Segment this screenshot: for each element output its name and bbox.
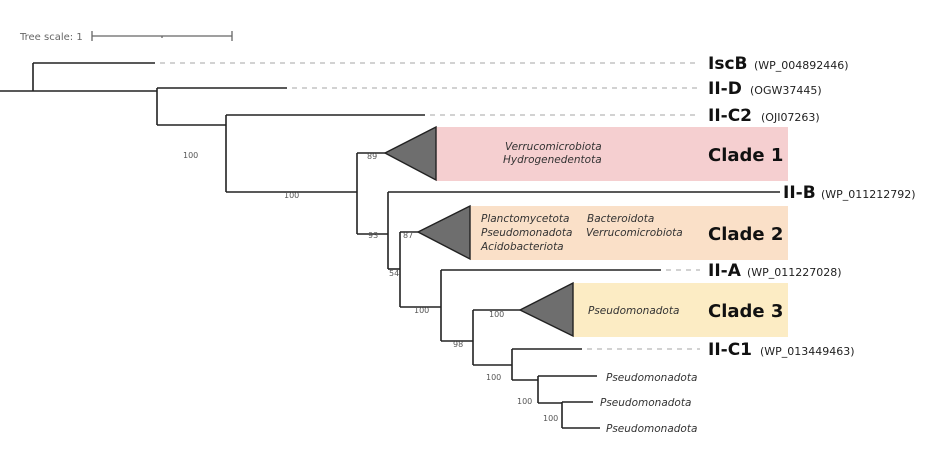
clade3-taxa: Pseudomonadota xyxy=(588,305,679,317)
bootstrap-value: 100 xyxy=(489,310,504,319)
svg-text:II-A: II-A xyxy=(708,261,742,281)
clade2-collapsed-triangle[interactable] xyxy=(416,204,471,261)
bootstrap-value: 100 xyxy=(517,397,532,406)
svg-text:(OJI07263): (OJI07263) xyxy=(761,111,820,124)
svg-text:Acidobacteriota: Acidobacteriota xyxy=(480,241,564,253)
clade1-taxa: Verrucomicrobiota Hydrogenedentota xyxy=(503,141,602,166)
bootstrap-value: 100 xyxy=(284,191,299,200)
clade1-collapsed-triangle[interactable] xyxy=(383,125,437,182)
clade2-band xyxy=(470,206,788,260)
svg-text:Verrucomicrobiota: Verrucomicrobiota xyxy=(505,141,602,153)
clade1-label: Clade 1 xyxy=(708,145,783,166)
svg-text:II-D: II-D xyxy=(708,79,742,99)
svg-text:II-C1: II-C1 xyxy=(708,340,752,360)
clade3-band xyxy=(573,283,788,337)
leaf-extensions xyxy=(160,62,700,350)
leaf-ii-b: II-B (WP_011212792) xyxy=(783,183,916,203)
bootstrap-value: 100 xyxy=(486,373,501,382)
leaf-ii-d: II-D (OGW37445) xyxy=(708,79,822,99)
svg-text:(WP_004892446): (WP_004892446) xyxy=(754,59,849,72)
bootstrap-value: 100 xyxy=(414,306,429,315)
bootstrap-value: 98 xyxy=(453,340,463,349)
leaf-ii-a: II-A (WP_011227028) xyxy=(708,261,842,281)
leaf-pseudomonadota: Pseudomonadota xyxy=(606,423,697,435)
leaf-iscb: IscB (WP_004892446) xyxy=(708,54,849,74)
svg-text:(WP_011212792): (WP_011212792) xyxy=(821,188,916,201)
clade3-collapsed-triangle[interactable] xyxy=(518,281,574,338)
bootstrap-value: 89 xyxy=(367,152,377,161)
svg-text:Pseudomonadota: Pseudomonadota xyxy=(481,227,572,239)
bootstrap-values: 100 100 89 93 87 54 100 100 98 100 100 1… xyxy=(183,151,558,423)
leaf-ii-c2: II-C2 (OJI07263) xyxy=(708,106,820,126)
svg-text:Planctomycetota: Planctomycetota xyxy=(481,213,569,225)
bootstrap-value: 93 xyxy=(368,231,378,240)
svg-text:IscB: IscB xyxy=(708,54,747,74)
leaf-pseudomonadota: Pseudomonadota xyxy=(600,397,691,409)
clade3-label: Clade 3 xyxy=(708,301,783,322)
bootstrap-value: 100 xyxy=(183,151,198,160)
tree-scale-label: Tree scale: 1 xyxy=(19,32,83,43)
clade2-label: Clade 2 xyxy=(708,224,783,245)
svg-text:II-B: II-B xyxy=(783,183,816,203)
svg-text:Verrucomicrobiota: Verrucomicrobiota xyxy=(586,227,683,239)
tree-branches xyxy=(0,62,780,429)
tree-scale-bar xyxy=(91,31,233,41)
svg-text:Bacteroidota: Bacteroidota xyxy=(587,213,654,225)
leaf-pseudomonadota: Pseudomonadota xyxy=(606,372,697,384)
leaf-ii-c1: II-C1 (WP_013449463) xyxy=(708,340,855,360)
svg-text:(WP_013449463): (WP_013449463) xyxy=(760,345,855,358)
clade1-band xyxy=(436,127,788,181)
bootstrap-value: 100 xyxy=(543,414,558,423)
svg-text:Hydrogenedentota: Hydrogenedentota xyxy=(503,154,602,166)
svg-text:(OGW37445): (OGW37445) xyxy=(750,84,822,97)
svg-text:II-C2: II-C2 xyxy=(708,106,752,126)
svg-text:(WP_011227028): (WP_011227028) xyxy=(747,266,842,279)
bootstrap-value: 54 xyxy=(389,269,399,278)
clade2-taxa: Planctomycetota Bacteroidota Pseudomonad… xyxy=(480,213,683,253)
bootstrap-value: 87 xyxy=(403,231,413,240)
